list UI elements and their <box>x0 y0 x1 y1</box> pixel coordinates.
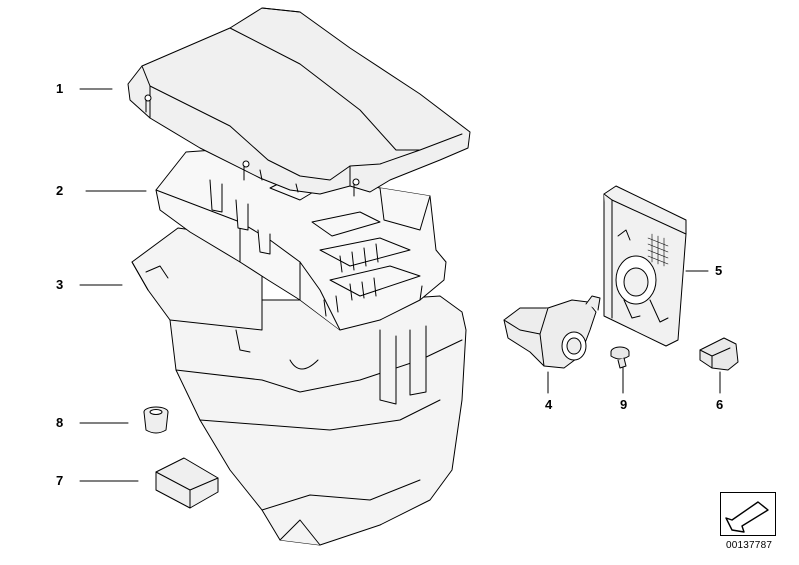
callout-6: 6 <box>716 397 724 412</box>
part-bracket-plate <box>603 185 687 347</box>
part-grommet <box>143 406 169 434</box>
part-fuse-carrier <box>155 149 447 331</box>
callout-5: 5 <box>715 263 723 278</box>
diagram-code: 00137787 <box>726 540 773 551</box>
part-screw <box>610 346 630 369</box>
part-socket-housing <box>503 295 601 369</box>
part-foam-pad <box>155 457 219 509</box>
callout-4: 4 <box>545 397 553 412</box>
leader-lines <box>79 88 721 482</box>
callout-8: 8 <box>56 415 64 430</box>
part-cover <box>127 7 471 197</box>
callout-2: 2 <box>56 183 64 198</box>
callout-3: 3 <box>56 277 64 292</box>
callout-7: 7 <box>56 473 64 488</box>
part-cap <box>699 337 739 371</box>
arrow-down-left-icon <box>720 492 776 536</box>
callout-1: 1 <box>56 81 64 96</box>
callout-9: 9 <box>620 397 628 412</box>
